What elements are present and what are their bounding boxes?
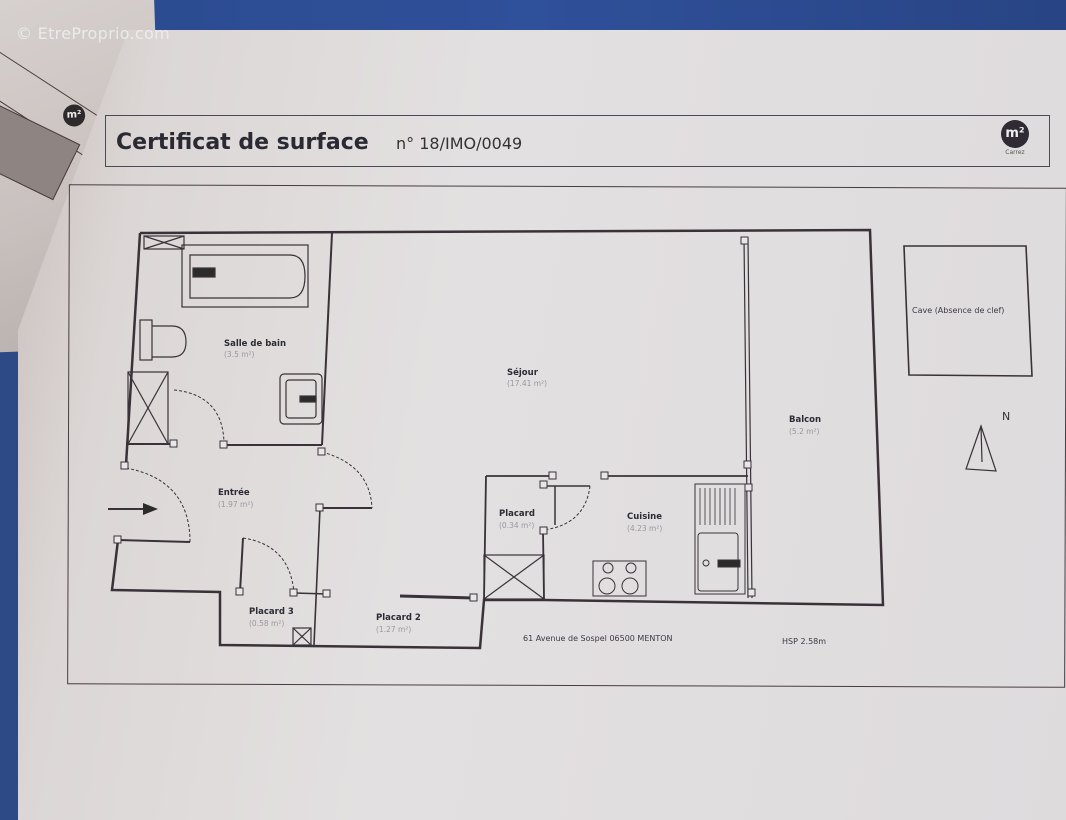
wall	[117, 539, 191, 543]
door-swing-icon	[125, 389, 591, 594]
room-name: Cuisine	[627, 512, 662, 522]
document-page	[18, 30, 1066, 820]
wall-junctions	[113, 236, 756, 602]
room-name: Entrée	[218, 487, 250, 498]
room-area: (5.2 m²)	[789, 427, 820, 436]
room-area: (4.23 m²)	[627, 524, 662, 533]
cooktop-icon	[592, 560, 647, 597]
page-title: Certificat de surface	[116, 130, 369, 155]
room-name: Placard 2	[376, 613, 421, 623]
sink-icon	[694, 483, 746, 595]
floor-plan: Salle de bain (3.5 m²) Séjour (17.41 m²)…	[108, 228, 1033, 650]
bathtub-icon	[181, 244, 309, 308]
balcony-wall	[747, 237, 753, 599]
washbasin-icon	[279, 373, 323, 425]
cave-box	[903, 245, 1033, 377]
room-area: (3.5 m²)	[224, 350, 255, 359]
wall	[399, 594, 475, 600]
room-area: (0.58 m²)	[249, 619, 284, 628]
ceiling-height: HSP 2.58m	[782, 637, 826, 646]
entrance-arrow-icon	[108, 503, 158, 515]
room-area: (17.41 m²)	[507, 379, 547, 388]
room-name: Séjour	[507, 367, 539, 378]
room-area: (1.27 m²)	[376, 625, 411, 634]
room-labels: Salle de bain (3.5 m²) Séjour (17.41 m²)…	[218, 306, 1010, 646]
duct-icon	[127, 235, 545, 646]
north-arrow-icon	[965, 424, 997, 472]
brand-logo: m² Carrez	[995, 120, 1035, 156]
brand-caption: Carrez	[1005, 149, 1025, 156]
wall	[239, 537, 244, 593]
header-box: Certificat de surface n° 18/IMO/0049 m² …	[105, 115, 1050, 167]
address: 61 Avenue de Sospel 06500 MENTON	[523, 634, 673, 643]
room-name: Balcon	[789, 415, 821, 425]
carrez-logo-icon: m²	[1001, 120, 1029, 148]
room-area: (0.34 m²)	[499, 521, 534, 530]
room-area: (1.97 m²)	[218, 500, 253, 509]
outer-wall	[110, 228, 885, 650]
wall	[313, 507, 321, 646]
cave-label: Cave (Absence de clef)	[912, 306, 1004, 315]
room-name: Salle de bain	[224, 339, 286, 349]
toilet-icon	[139, 319, 187, 361]
room-name: Placard	[499, 509, 535, 519]
certificate-number: n° 18/IMO/0049	[396, 134, 523, 153]
balcony-wall	[743, 237, 749, 599]
compass-label: N	[1002, 410, 1010, 423]
room-name: Placard 3	[249, 607, 294, 617]
wall	[321, 232, 333, 446]
watermark: © EtreProprio.com	[16, 24, 170, 43]
wall	[293, 592, 329, 595]
